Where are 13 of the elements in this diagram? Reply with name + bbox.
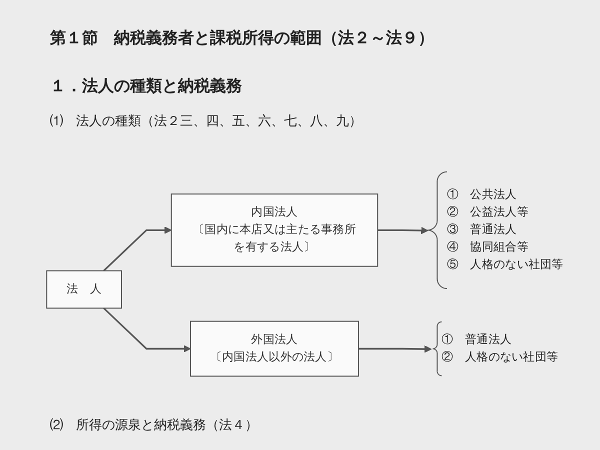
node-box: 外国法人 〔内国法人以外の法人〕: [190, 320, 359, 377]
node-text: ① 普通法人 ② 人格のない社団等: [442, 332, 558, 364]
arrow: [103, 308, 191, 352]
node-box: 内国法人 〔国内に本店又は主たる事務所を有する法人〕: [170, 194, 378, 267]
arrow: [378, 226, 428, 234]
subsection-heading: ⑴ 法人の種類（法２三、四、五、六、七、八、九）: [50, 113, 362, 130]
arrow: [103, 226, 172, 272]
subsection-heading: ⑵ 所得の源泉と納税義務（法４）: [50, 417, 258, 434]
section-title: 第１節 納税義務者と課税所得の範囲（法２～法９）: [50, 28, 434, 49]
section-heading: １．法人の種類と納税義務: [50, 76, 242, 97]
node-box: 法 人: [46, 270, 122, 309]
node-text: ① 公共法人 ② 公益法人等 ③ 普通法人 ④ 協同組合等 ⑤ 人格のない社団等: [446, 188, 564, 272]
arrow: [358, 345, 432, 353]
